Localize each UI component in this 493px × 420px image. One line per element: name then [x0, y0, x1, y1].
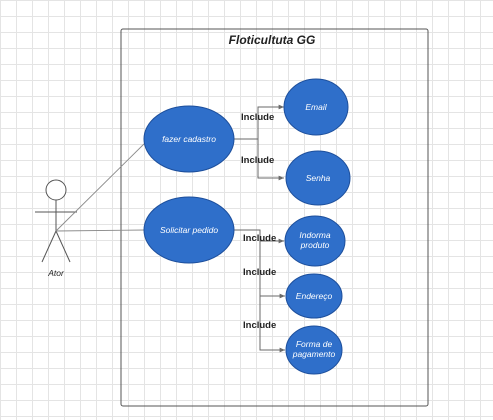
include-line-pagamento [259, 296, 285, 353]
actor[interactable]: Ator [35, 179, 77, 278]
use-case-senha[interactable]: Senha [285, 150, 351, 206]
use-case-label: Indorma [299, 230, 330, 240]
system-title: Floticultuta GG [229, 33, 316, 47]
use-case-forma-de-pagamento[interactable]: Forma de pagamento [285, 325, 343, 375]
include-label: Include [243, 320, 276, 331]
include-line-senha [233, 138, 284, 181]
association-cadastro [55, 139, 149, 232]
include-label: Include [243, 267, 276, 278]
actor-label: Ator [47, 268, 65, 278]
include-line-produto [233, 229, 284, 244]
use-case-label: Email [305, 102, 327, 112]
include-label: Include [241, 112, 274, 123]
use-case-email[interactable]: Email [283, 78, 349, 136]
use-case-endereco[interactable]: Endereço [285, 273, 343, 319]
use-case-label: fazer cadastro [162, 134, 216, 144]
use-case-label: Forma de [296, 339, 333, 349]
association-pedido [55, 229, 147, 232]
use-case-label: pagamento [292, 349, 336, 359]
include-label: Include [241, 155, 274, 166]
use-case-indorma-produto[interactable]: Indorma produto [284, 215, 346, 267]
use-case-solicitar-pedido[interactable]: Solicitar pedido [143, 196, 235, 264]
stick-figure-icon [35, 179, 77, 263]
system-boundary [120, 28, 429, 407]
use-case-fazer-cadastro[interactable]: fazer cadastro [143, 105, 235, 173]
use-case-label: Senha [306, 173, 331, 183]
use-case-label: Solicitar pedido [160, 225, 218, 235]
use-case-label: Endereço [296, 291, 333, 301]
use-case-label: produto [300, 240, 330, 250]
include-label: Include [243, 233, 276, 244]
